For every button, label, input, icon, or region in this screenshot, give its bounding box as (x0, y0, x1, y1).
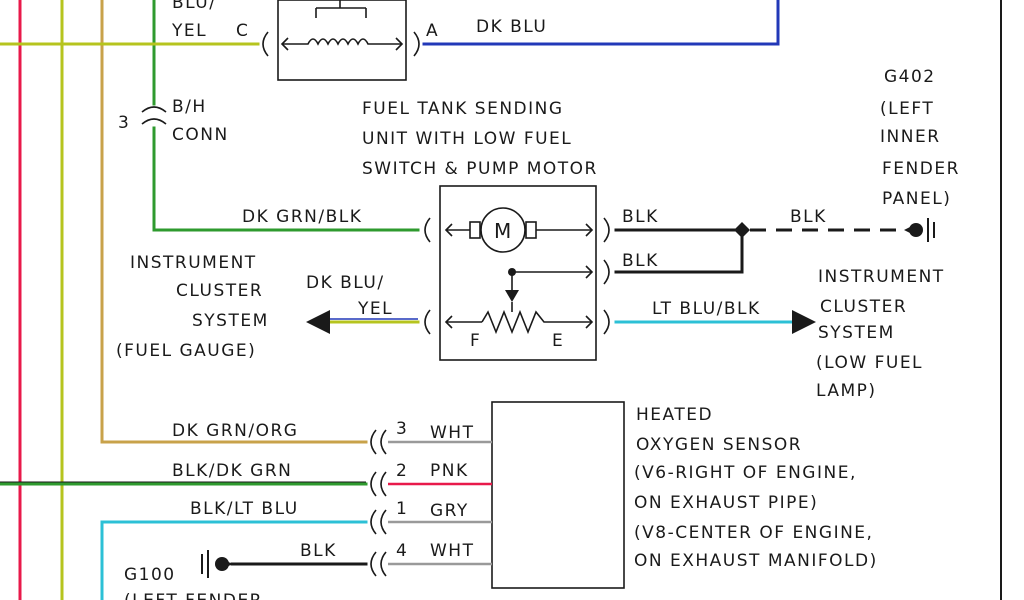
splice-dot (508, 268, 516, 276)
cluster-left-line4: (FUEL GAUGE) (116, 341, 256, 361)
oxygen-sensor-line2: OXYGEN SENSOR (636, 435, 802, 455)
ground-g100-line1: (LEFT FENDER (124, 591, 263, 600)
pin-3-color: WHT (430, 423, 474, 443)
motor-symbol (480, 207, 526, 253)
cluster-left-line2: CLUSTER (176, 281, 263, 301)
coil-arrow-right (395, 37, 404, 51)
fuel-tank-title-line3: SWITCH & PUMP MOTOR (362, 159, 598, 179)
top-wire-right-label: DK BLU (476, 17, 547, 37)
coil-arrow-left (280, 37, 289, 51)
ground-g402-id: G402 (884, 67, 936, 87)
splice-dot (734, 222, 750, 238)
connector-symbol (380, 471, 387, 497)
ground-g402-line3: FENDER (882, 159, 960, 179)
motor-label: M (494, 219, 513, 243)
oxygen-sensor-box (491, 401, 625, 589)
ground-g100-id: G100 (124, 565, 176, 585)
wire-dk-blu-yel-label-line2: YEL (357, 299, 393, 319)
wire-blk-to-g100-label: BLK (300, 541, 337, 561)
wire-blk-to-ground-label: BLK (790, 207, 827, 227)
pin-3-number: 3 (396, 419, 408, 439)
wire-blk-dk-grn-label: BLK/DK GRN (172, 461, 292, 481)
ground-g402-line4: PANEL) (882, 189, 951, 209)
pin-1-color: GRY (430, 501, 469, 521)
cluster-right-line2: CLUSTER (820, 297, 907, 317)
ground-g402-line1: (LEFT (880, 99, 934, 119)
oxygen-sensor-line5: (V8-CENTER OF ENGINE, (634, 523, 873, 543)
connector-pin-label: 3 (118, 113, 130, 133)
connector-symbol (380, 429, 387, 455)
oxygen-sensor-line1: HEATED (636, 405, 713, 425)
motor-brush-left (469, 221, 481, 239)
fuel-tank-title-line2: UNIT WITH LOW FUEL (362, 129, 572, 149)
oxygen-sensor-line4: ON EXHAUST PIPE) (634, 493, 818, 513)
connector-symbol (603, 309, 610, 335)
wire-blk-out-2 (614, 234, 744, 274)
wire-blk-lt-blu (100, 520, 368, 600)
wire-dk-blu-top (422, 0, 780, 46)
cluster-right-line5: LAMP) (816, 381, 877, 401)
wire-lt-blu-blk-label: LT BLU/BLK (652, 299, 761, 319)
arrow-symbol (444, 223, 453, 237)
cluster-right-line1: INSTRUMENT (818, 267, 945, 287)
top-wire-partial-label: BLU/ (172, 0, 216, 13)
arrow-symbol (505, 290, 519, 302)
connector-label-line1: B/H (172, 97, 207, 117)
arrow-symbol (585, 265, 594, 279)
connector-symbol (380, 551, 387, 577)
ground-symbol (909, 223, 923, 237)
top-wire-left-color-label: YEL (171, 21, 207, 41)
cluster-left-line3: SYSTEM (192, 311, 269, 331)
cluster-right-line3: SYSTEM (818, 323, 895, 343)
connector-symbol (603, 259, 610, 285)
pin-2-color: PNK (430, 461, 469, 481)
cluster-right-line4: (LOW FUEL (816, 353, 923, 373)
arrow-symbol (444, 315, 453, 329)
connector-symbol (370, 551, 377, 577)
oxygen-sensor-line3: (V6-RIGHT OF ENGINE, (634, 463, 857, 483)
connector-symbol (380, 509, 387, 535)
resistor-symbol (481, 309, 592, 335)
wire-blk-out-1-label: BLK (622, 207, 659, 227)
connector-symbol (424, 217, 431, 243)
wire-dk-grn-org-label: DK GRN/ORG (172, 421, 298, 441)
connector-symbol (141, 106, 167, 113)
ground-g402-line2: INNER (880, 127, 941, 147)
pin-4-number: 4 (396, 541, 408, 561)
connector-label-line2: CONN (172, 125, 229, 145)
connector-symbol (141, 118, 167, 125)
oxygen-sensor-line6: ON EXHAUST MANIFOLD) (634, 551, 878, 571)
wire-blk-lt-blu-label: BLK/LT BLU (190, 499, 299, 519)
arrow-symbol (792, 310, 816, 334)
connector-symbol (413, 31, 420, 57)
cluster-left-line1: INSTRUMENT (130, 253, 257, 273)
connector-symbol (603, 217, 610, 243)
connector-symbol (262, 31, 269, 57)
connector-symbol (370, 509, 377, 535)
pin-4-color: WHT (430, 541, 474, 561)
connector-symbol (370, 429, 377, 455)
wire-dk-grn-blk-label: DK GRN/BLK (242, 207, 362, 227)
wire-dk-blu-yel-label-line1: DK BLU/ (306, 273, 385, 293)
motor-brush-right (525, 221, 537, 239)
arrow-symbol (222, 558, 232, 570)
fuel-tank-unit-box (439, 185, 597, 361)
arrow-symbol (306, 310, 330, 334)
top-pin-a-label: A (426, 21, 439, 41)
pin-2-number: 2 (396, 461, 408, 481)
coil-symbol (282, 38, 402, 46)
connector-symbol (370, 471, 377, 497)
fuel-tank-pin-f: F (470, 331, 481, 351)
fuel-tank-title-line1: FUEL TANK SENDING (362, 99, 564, 119)
connector-symbol (424, 309, 431, 335)
arrow-symbol (585, 223, 594, 237)
arrow-symbol (585, 315, 594, 329)
fuel-tank-pin-e: E (552, 331, 564, 351)
top-pin-c-label: C (236, 21, 249, 41)
pin-1-number: 1 (396, 499, 408, 519)
wire-blk-out-2-label: BLK (622, 251, 659, 271)
